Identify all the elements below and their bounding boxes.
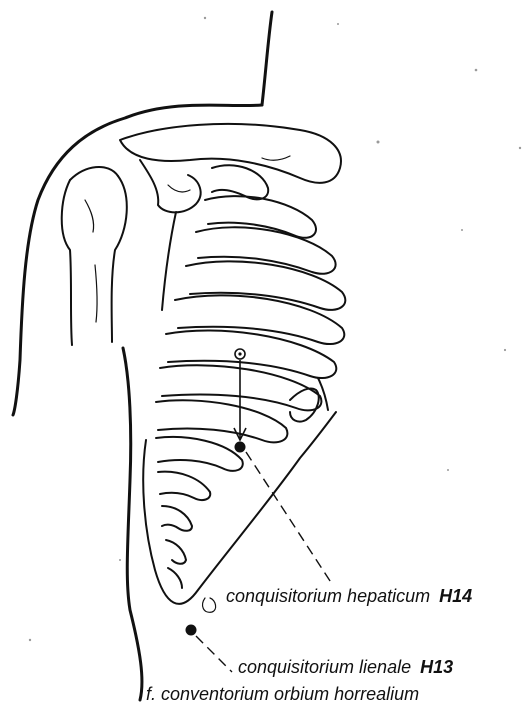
h13-point-icon <box>186 625 197 636</box>
floating-rib-tip <box>203 598 216 612</box>
rib-cage <box>143 165 345 612</box>
rib-11 <box>162 506 192 531</box>
costal-cartilage <box>290 388 319 421</box>
reference-point-center-icon <box>238 352 241 355</box>
h13-label-name: conquisitorium lienale <box>238 657 411 677</box>
h14-point-icon <box>235 442 246 453</box>
shoulder-line <box>13 105 262 415</box>
h14-label-name: conquisitorium hepaticum <box>226 586 430 606</box>
neck-line <box>262 12 272 105</box>
h14-label: conquisitorium hepaticum H14 <box>226 586 472 606</box>
rib-1 <box>212 165 268 199</box>
rib-9 <box>156 437 243 471</box>
rib-5 <box>175 295 344 344</box>
rib-10 <box>158 472 210 500</box>
scapula <box>140 160 201 310</box>
rib-12 <box>166 540 186 564</box>
rib-13 <box>168 568 182 588</box>
h13-label-code: H13 <box>420 657 453 677</box>
rib-2 <box>205 196 316 238</box>
arm-inner-line <box>123 348 142 700</box>
background-specks <box>29 17 521 641</box>
h13-alt-label: f. conventorium orbium horrealium <box>146 684 419 704</box>
humerus <box>62 167 127 345</box>
labels: conquisitorium hepaticum H14 conquisitor… <box>146 586 472 704</box>
h13-leader-line <box>196 636 232 672</box>
h14-label-code: H14 <box>439 586 472 606</box>
h13-label: conquisitorium lienale H13 <box>238 657 453 677</box>
rib-4 <box>186 261 345 310</box>
clavicle <box>120 124 341 183</box>
acupoint-markers <box>186 349 333 672</box>
